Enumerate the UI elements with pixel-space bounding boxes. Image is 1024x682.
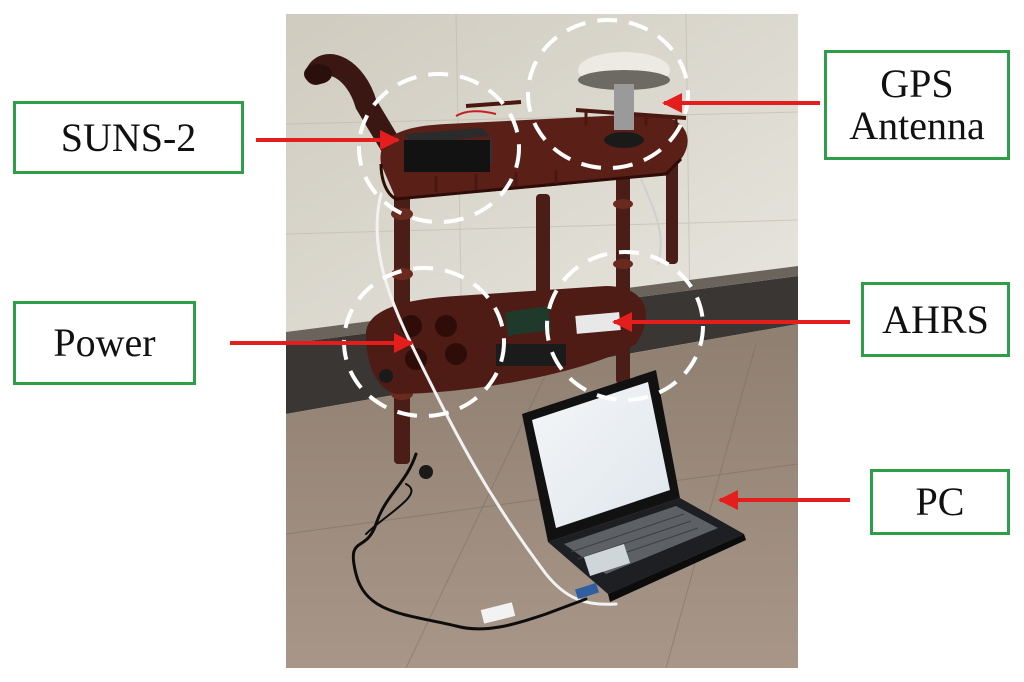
power-label-text: Power xyxy=(53,320,156,365)
gps-antenna-label: GPS Antenna xyxy=(824,50,1010,160)
suns-2-device xyxy=(404,128,492,172)
power-label: Power xyxy=(13,301,196,385)
equipment-cart-photo xyxy=(286,14,798,668)
gps-antenna-label-text: GPS Antenna xyxy=(849,61,985,148)
laptop-device xyxy=(522,370,746,602)
pc-label: PC xyxy=(870,469,1010,535)
ahrs-label: AHRS xyxy=(861,282,1010,357)
suns-2-label-text: SUNS-2 xyxy=(60,114,197,160)
suns-2-label: SUNS-2 xyxy=(13,101,244,174)
ahrs-label-text: AHRS xyxy=(882,296,989,342)
pc-label-text: PC xyxy=(915,479,965,524)
